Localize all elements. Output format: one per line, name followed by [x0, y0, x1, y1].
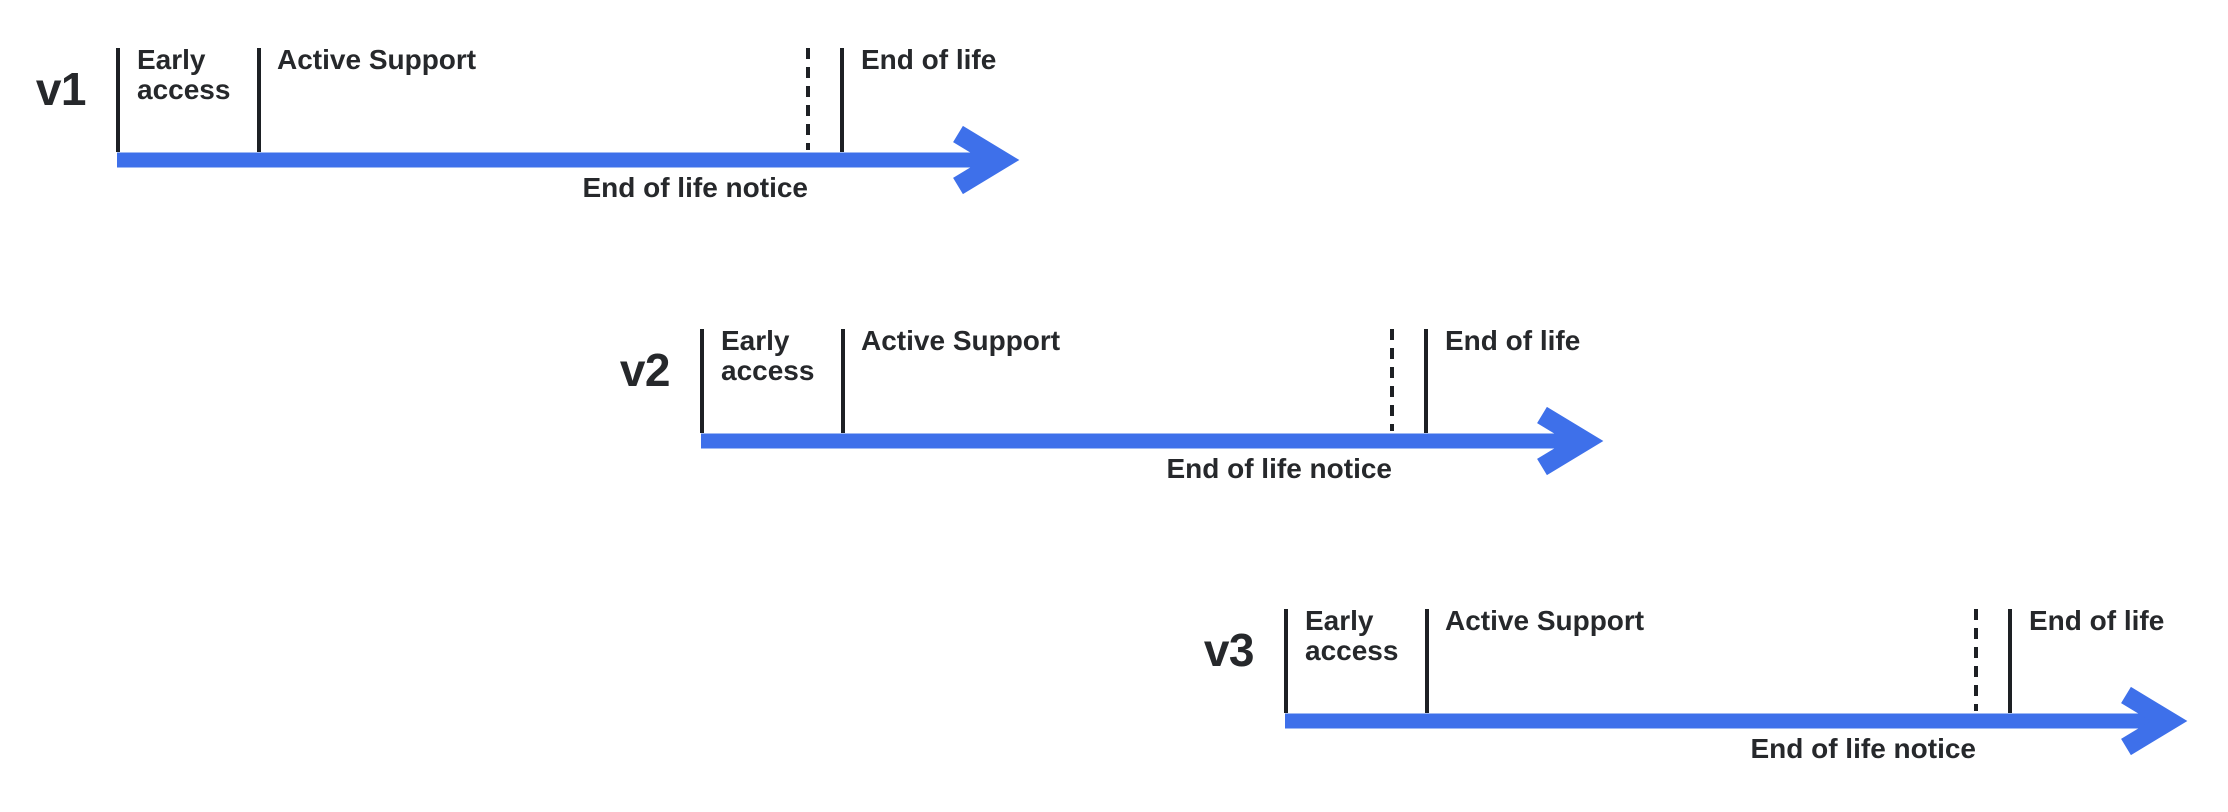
timeline-v2: v2 Early access Active Support End of li…: [584, 281, 1664, 496]
end-of-life-label: End of life: [2029, 605, 2165, 636]
end-of-life-label: End of life: [861, 44, 997, 75]
active-support-label: Active Support: [861, 325, 1061, 356]
version-label-v3: v3: [1203, 624, 1255, 676]
end-of-life-label: End of life: [1445, 325, 1581, 356]
timeline-v1: v1 Early access Active Support End of li…: [0, 0, 1080, 215]
active-support-label: Active Support: [277, 44, 477, 75]
version-label-v2: v2: [619, 344, 671, 396]
early-access-label: Early access: [137, 44, 231, 105]
early-access-label: Early access: [1305, 605, 1399, 666]
timeline-arrow-head-icon: [1537, 406, 1604, 476]
active-support-label: Active Support: [1445, 605, 1645, 636]
timeline-v1-graphic: [116, 48, 1020, 195]
eol-notice-label: End of life notice: [1750, 733, 1976, 764]
timeline-v2-graphic: [700, 329, 1604, 476]
timeline-arrow-head-icon: [2121, 686, 2188, 756]
timeline-arrow-head-icon: [953, 125, 1020, 195]
eol-notice-label: End of life notice: [582, 172, 808, 203]
timeline-v3-graphic: [1284, 609, 2188, 756]
version-label-v1: v1: [35, 63, 87, 115]
timeline-v3: v3 Early access Active Support End of li…: [1168, 561, 2228, 776]
eol-notice-label: End of life notice: [1166, 453, 1392, 484]
early-access-label: Early access: [721, 325, 815, 386]
